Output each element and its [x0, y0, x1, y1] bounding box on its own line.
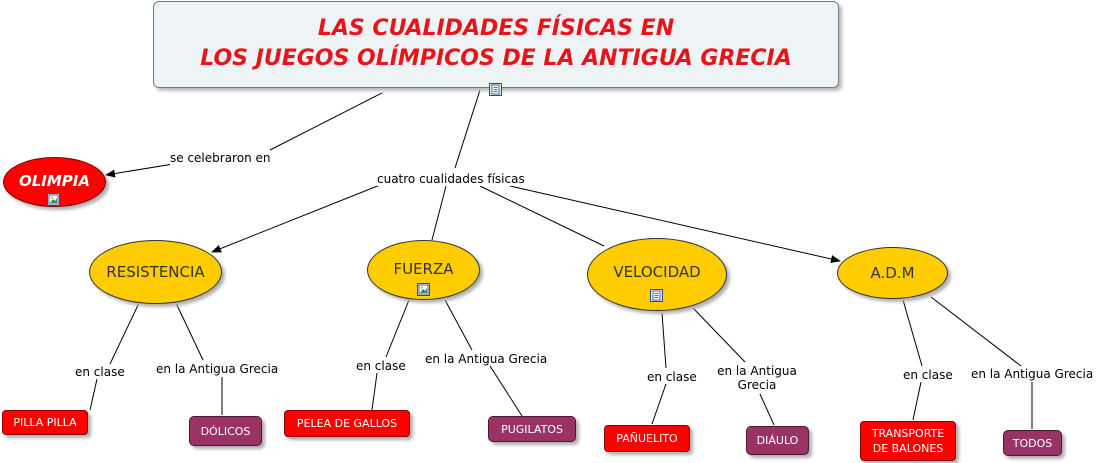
antigua-grecia-line-2: Grecia: [737, 378, 777, 392]
link-label-cuatro: cuatro cualidades físicas: [377, 172, 525, 186]
olimpia-label: OLIMPIA: [18, 172, 90, 190]
link-label-celebraron: se celebraron en: [170, 151, 271, 165]
link-label-antigua-grecia: en la Antigua Grecia: [971, 367, 1094, 381]
leaf-diaulo[interactable]: DIÁULO: [746, 426, 809, 455]
transporte-line-2: DE BALONES: [872, 442, 944, 455]
leaf-transporte-de-balones[interactable]: TRANSPORTE DE BALONES: [860, 421, 956, 461]
image-icon[interactable]: [417, 283, 430, 296]
title-box: LAS CUALIDADES FÍSICAS EN LOS JUEGOS OLÍ…: [153, 1, 839, 88]
leaf-dolicos[interactable]: DÓLICOS: [189, 416, 262, 446]
resistencia-label: RESISTENCIA: [106, 263, 205, 281]
todos-label: TODOS: [1012, 436, 1053, 450]
concept-resistencia[interactable]: RESISTENCIA: [89, 240, 222, 304]
leaf-pugilatos[interactable]: PUGILATOS: [488, 416, 576, 442]
pilla-pilla-label: PILLA PILLA: [13, 416, 77, 429]
link-label-en-clase: en clase: [903, 368, 953, 382]
link-label-antigua-grecia: en la Antigua Grecia: [714, 364, 800, 392]
dolicos-label: DÓLICOS: [200, 424, 251, 438]
link-label-antigua-grecia: en la Antigua Grecia: [425, 352, 548, 366]
transporte-line-1: TRANSPORTE: [871, 427, 945, 440]
pelea-de-gallos-label: PELEA DE GALLOS: [296, 417, 398, 430]
concept-adm[interactable]: A.D.M: [837, 247, 948, 299]
pugilatos-label: PUGILATOS: [501, 422, 563, 436]
document-icon[interactable]: [650, 289, 663, 302]
leaf-pelea-de-gallos[interactable]: PELEA DE GALLOS: [284, 410, 410, 437]
leaf-panuelito[interactable]: PAÑUELITO: [604, 425, 690, 452]
link-label-en-clase: en clase: [647, 370, 697, 384]
title-line-1: LAS CUALIDADES FÍSICAS EN: [317, 16, 675, 41]
velocidad-label: VELOCIDAD: [613, 263, 701, 281]
image-icon[interactable]: [47, 193, 60, 206]
leaf-todos[interactable]: TODOS: [1003, 430, 1062, 456]
antigua-grecia-line-1: en la Antigua: [717, 364, 797, 378]
fuerza-label: FUERZA: [393, 260, 454, 278]
diaulo-label: DIÁULO: [756, 434, 799, 447]
panuelito-label: PAÑUELITO: [616, 432, 678, 445]
adm-label: A.D.M: [870, 264, 915, 282]
title-line-2: LOS JUEGOS OLÍMPICOS DE LA ANTIGUA GRECI…: [200, 46, 792, 71]
page-title: LAS CUALIDADES FÍSICAS EN LOS JUEGOS OLÍ…: [154, 14, 838, 74]
link-label-en-clase: en clase: [356, 359, 406, 373]
leaf-pilla-pilla[interactable]: PILLA PILLA: [2, 410, 88, 435]
document-icon[interactable]: [489, 83, 502, 96]
link-label-antigua-grecia: en la Antigua Grecia: [156, 362, 279, 376]
link-label-en-clase: en clase: [75, 365, 125, 379]
